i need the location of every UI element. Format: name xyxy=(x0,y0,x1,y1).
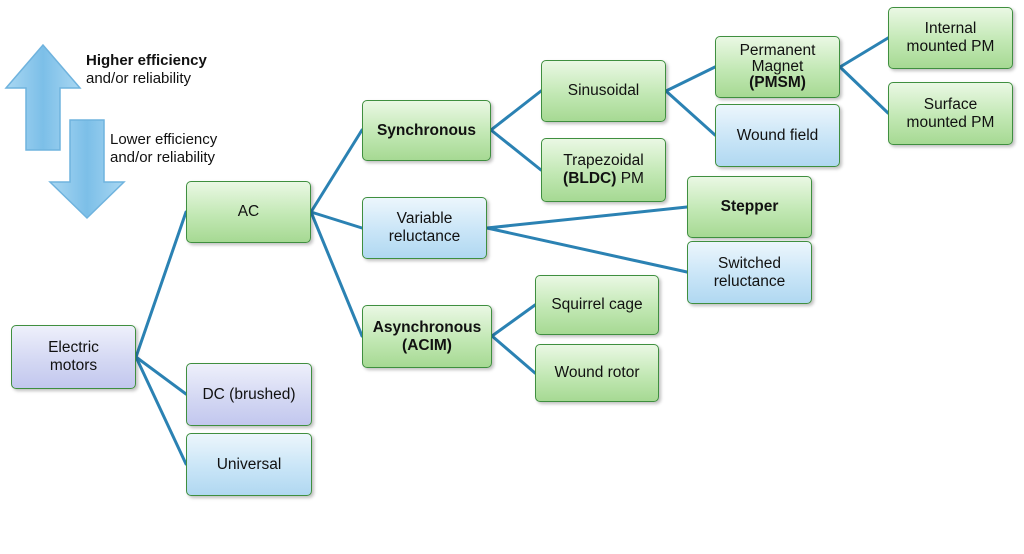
up-arrow-icon xyxy=(4,43,82,151)
connector-sync-trapezoidal xyxy=(489,128,543,172)
node-electric-motors[interactable]: Electric motors xyxy=(11,325,136,389)
node-trapezoidal-rest: PM xyxy=(616,170,644,187)
node-pmsm-line1: Permanent xyxy=(739,42,816,59)
node-pmsm-line2: Magnet xyxy=(751,58,804,75)
node-pmsm[interactable]: Permanent Magnet (PMSM) xyxy=(715,36,840,98)
node-asynchronous[interactable]: Asynchronous (ACIM) xyxy=(362,305,492,368)
legend-higher-rest: and/or reliability xyxy=(86,70,192,87)
legend-higher-text: Higher efficiency and/or reliability xyxy=(86,52,207,88)
connector-pmsm-internal xyxy=(838,36,890,69)
node-sinusoidal-label: Sinusoidal xyxy=(567,82,640,99)
node-variable-reluctance-line1: Variable xyxy=(396,210,453,227)
connector-async-woundrotor xyxy=(490,334,537,375)
connector-electric-ac xyxy=(134,210,188,359)
node-internal-pm[interactable]: Internal mounted PM xyxy=(888,7,1013,69)
node-dc-brushed[interactable]: DC (brushed) xyxy=(186,363,312,426)
node-electric-motors-line1: Electric xyxy=(48,339,99,356)
connector-async-squirrel xyxy=(490,303,537,338)
connector-pmsm-surface xyxy=(838,65,890,115)
node-stepper-label: Stepper xyxy=(720,198,779,215)
connector-ac-variable xyxy=(309,210,364,230)
node-dc-brushed-label: DC (brushed) xyxy=(202,385,296,403)
node-asynchronous-line2: (ACIM) xyxy=(402,336,452,354)
legend-higher-bold: Higher efficiency xyxy=(86,52,207,69)
connector-variable-switched xyxy=(485,226,689,274)
node-surface-pm[interactable]: Surface mounted PM xyxy=(888,82,1013,145)
node-switched-reluctance-line2: reluctance xyxy=(713,272,786,290)
node-squirrel-cage-label: Squirrel cage xyxy=(551,296,643,313)
node-internal-pm-line1: Internal xyxy=(924,20,977,37)
node-electric-motors-line2: motors xyxy=(49,357,98,374)
connector-variable-stepper xyxy=(485,205,689,230)
node-wound-field-label: Wound field xyxy=(736,126,819,144)
legend-lower-text: Lower efficiency and/or reliability xyxy=(110,131,217,167)
node-variable-reluctance[interactable]: Variable reluctance xyxy=(362,197,487,259)
legend-arrows xyxy=(4,43,126,220)
node-switched-reluctance[interactable]: Switched reluctance xyxy=(687,241,812,304)
node-wound-field[interactable]: Wound field xyxy=(715,104,840,167)
node-surface-pm-line2: mounted PM xyxy=(906,113,995,131)
connector-sinusoidal-pmsm xyxy=(664,65,717,93)
legend-lower-line1: Lower efficiency xyxy=(110,131,218,148)
node-variable-reluctance-line2: reluctance xyxy=(388,228,461,245)
node-internal-pm-line2: mounted PM xyxy=(906,38,995,55)
node-ac-label: AC xyxy=(237,203,260,220)
connector-sync-sinusoidal xyxy=(489,89,543,132)
node-wound-rotor[interactable]: Wound rotor xyxy=(535,344,659,402)
node-synchronous-label: Synchronous xyxy=(376,121,477,139)
connector-sinusoidal-woundfield xyxy=(664,89,717,137)
node-trapezoidal-line2: (BLDC) PM xyxy=(563,170,644,188)
node-universal[interactable]: Universal xyxy=(186,433,312,496)
node-asynchronous-line1: Asynchronous xyxy=(372,318,482,336)
connector-electric-universal xyxy=(134,355,188,466)
connector-ac-asynchronous xyxy=(309,210,364,338)
node-trapezoidal-line1: Trapezoidal xyxy=(563,152,644,169)
legend-lower-line2: and/or reliability xyxy=(110,149,216,166)
node-trapezoidal-bold: (BLDC) xyxy=(563,170,617,187)
node-surface-pm-line1: Surface xyxy=(923,95,978,113)
down-arrow-icon xyxy=(48,119,126,220)
node-pmsm-line3: (PMSM) xyxy=(749,74,806,91)
connector-electric-dc xyxy=(134,355,188,396)
node-stepper[interactable]: Stepper xyxy=(687,176,812,238)
node-switched-reluctance-line1: Switched xyxy=(718,254,781,272)
node-wound-rotor-label: Wound rotor xyxy=(554,364,640,381)
connector-ac-synchronous xyxy=(309,128,364,214)
node-sinusoidal[interactable]: Sinusoidal xyxy=(541,60,666,122)
node-squirrel-cage[interactable]: Squirrel cage xyxy=(535,275,659,335)
node-trapezoidal[interactable]: Trapezoidal (BLDC) PM xyxy=(541,138,666,202)
node-ac[interactable]: AC xyxy=(186,181,311,243)
node-synchronous[interactable]: Synchronous xyxy=(362,100,491,161)
node-universal-label: Universal xyxy=(216,455,282,473)
